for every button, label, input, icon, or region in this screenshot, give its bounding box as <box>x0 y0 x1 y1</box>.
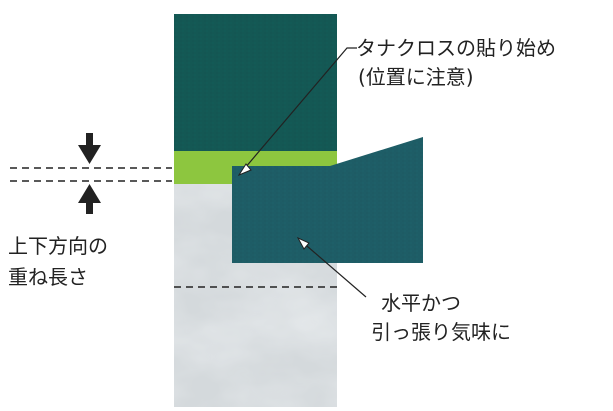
arrow-up-icon <box>78 184 101 203</box>
tension-leader-line <box>299 239 367 298</box>
overlap-arrow-down <box>78 133 101 164</box>
cloth-piece <box>232 137 423 263</box>
cloth-piece-texture <box>232 137 423 263</box>
cloth-start-leader-line <box>238 47 357 176</box>
arrow-down-icon <box>78 145 101 164</box>
overlap-length-label-line1: 上下方向の <box>8 234 108 258</box>
cloth-start-label-line1: タナクロスの貼り始め <box>356 36 556 60</box>
overlap-length-label-line2: 重ね長さ <box>8 265 88 289</box>
arrow-up-shaft <box>86 203 93 214</box>
overlap-arrow-up <box>78 184 101 214</box>
tension-label-line1: 水平かつ <box>381 291 461 315</box>
tension-label-line2: 引っ張り気味に <box>371 320 511 344</box>
cloth-start-label-line2: (位置に注意) <box>358 65 474 89</box>
dark-cloth-texture <box>174 14 337 151</box>
cloth-start-arrowhead-icon <box>237 163 252 177</box>
dark-cloth <box>174 14 337 151</box>
arrow-down-shaft <box>86 133 93 145</box>
tension-arrowhead-icon <box>296 236 310 250</box>
